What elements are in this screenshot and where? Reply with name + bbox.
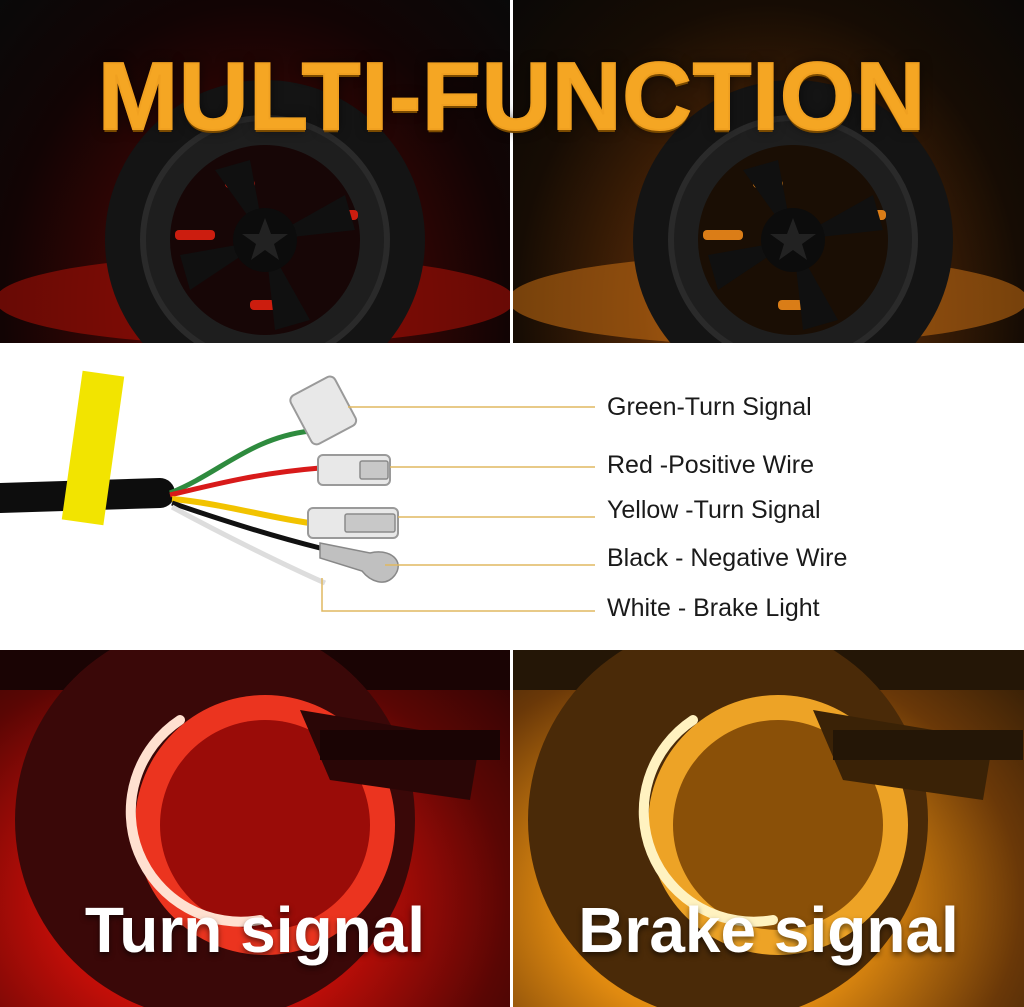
wire-label-red: Red -Positive Wire — [607, 451, 814, 479]
photo-wheel-brake-signal: Brake signal — [513, 650, 1024, 1007]
wire-label-white: White - Brake Light — [607, 594, 820, 622]
wire-label-yellow: Yellow -Turn Signal — [607, 496, 821, 524]
headline: MULTI-FUNCTION — [97, 42, 927, 151]
wire-label-green: Green-Turn Signal — [607, 393, 812, 421]
photo-wheel-red-top — [0, 0, 510, 343]
caption-turn-signal: Turn signal — [84, 894, 426, 966]
wire-label-black: Black - Negative Wire — [607, 544, 848, 572]
photo-wheel-amber-top — [513, 0, 1024, 343]
photo-wheel-turn-signal: Turn signal — [0, 650, 510, 1007]
wiring-diagram: Green-Turn Signal Red -Positive Wire Yel… — [0, 343, 1024, 650]
caption-brake-signal: Brake signal — [578, 894, 959, 966]
